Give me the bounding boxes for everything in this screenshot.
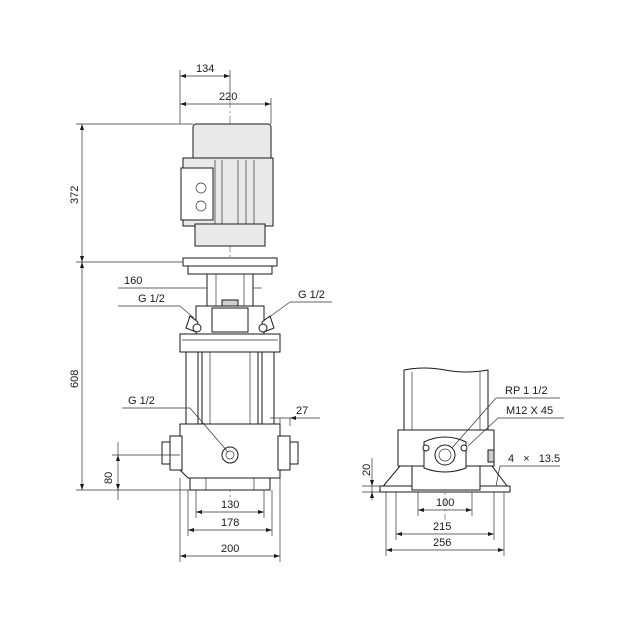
front-view: 134 220 372 608 160 G 1/2 G 1/2 <box>69 63 332 562</box>
dim-20-label: 20 <box>361 464 373 476</box>
port-rp-label: RP 1 1/2 <box>505 385 548 397</box>
dim-256-label: 256 <box>433 537 451 549</box>
motor <box>180 123 278 275</box>
dim-100-label: 100 <box>436 497 454 509</box>
holes-size-label: 13.5 <box>539 453 560 465</box>
dim-215-label: 215 <box>433 521 451 533</box>
dim-130-label: 130 <box>221 499 239 511</box>
dim-27-label: 27 <box>296 405 308 417</box>
holes-count-label: 4 <box>508 453 514 465</box>
coupling <box>185 273 275 335</box>
port-left-label: G 1/2 <box>138 293 165 305</box>
dim-372-label: 372 <box>69 186 81 204</box>
pump-sleeve <box>185 351 275 425</box>
dim-200-label: 200 <box>221 543 239 555</box>
holes-sep-label: × <box>523 453 529 465</box>
dim-608-label: 608 <box>69 370 81 388</box>
dim-134-label: 134 <box>196 63 214 75</box>
pump-head <box>179 333 281 353</box>
dim-160-label: 160 <box>124 275 142 287</box>
svg-text:4 × 13.5: 4 × 13.5 <box>508 453 560 465</box>
side-base <box>378 429 511 493</box>
side-sleeve <box>403 367 489 431</box>
pump-base <box>161 423 299 491</box>
port-right-label: G 1/2 <box>298 289 325 301</box>
port-lower-label: G 1/2 <box>128 395 155 407</box>
bolt-label: M12 X 45 <box>506 405 553 417</box>
side-view: RP 1 1/2 M12 X 45 4 × 13.5 20 100 <box>361 367 564 556</box>
dim-178-label: 178 <box>221 517 239 529</box>
dim-220-label: 220 <box>219 91 237 103</box>
dim-80-label: 80 <box>103 472 115 484</box>
